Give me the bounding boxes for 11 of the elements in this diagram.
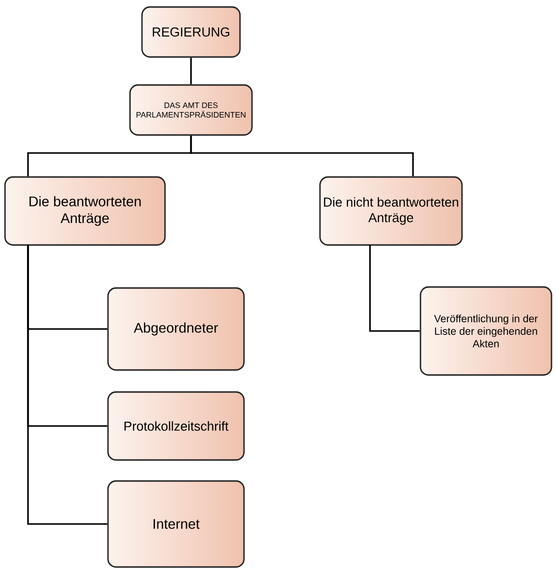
connector-line	[190, 136, 414, 176]
box: REGIERUNG	[141, 6, 241, 58]
connector-line	[27, 245, 108, 525]
connector-line	[369, 245, 420, 332]
box: Veröffentlichung in der Liste der eingehenden Akten	[420, 286, 552, 376]
box: Abgeordneter	[107, 287, 245, 371]
connector-line	[190, 58, 192, 84]
box: Protokollzeitschrift	[107, 391, 245, 461]
box: Die nicht beantworteten Anträge	[319, 176, 463, 246]
box: Die beantworteten Anträge	[4, 176, 166, 246]
box: Internet	[107, 480, 245, 568]
